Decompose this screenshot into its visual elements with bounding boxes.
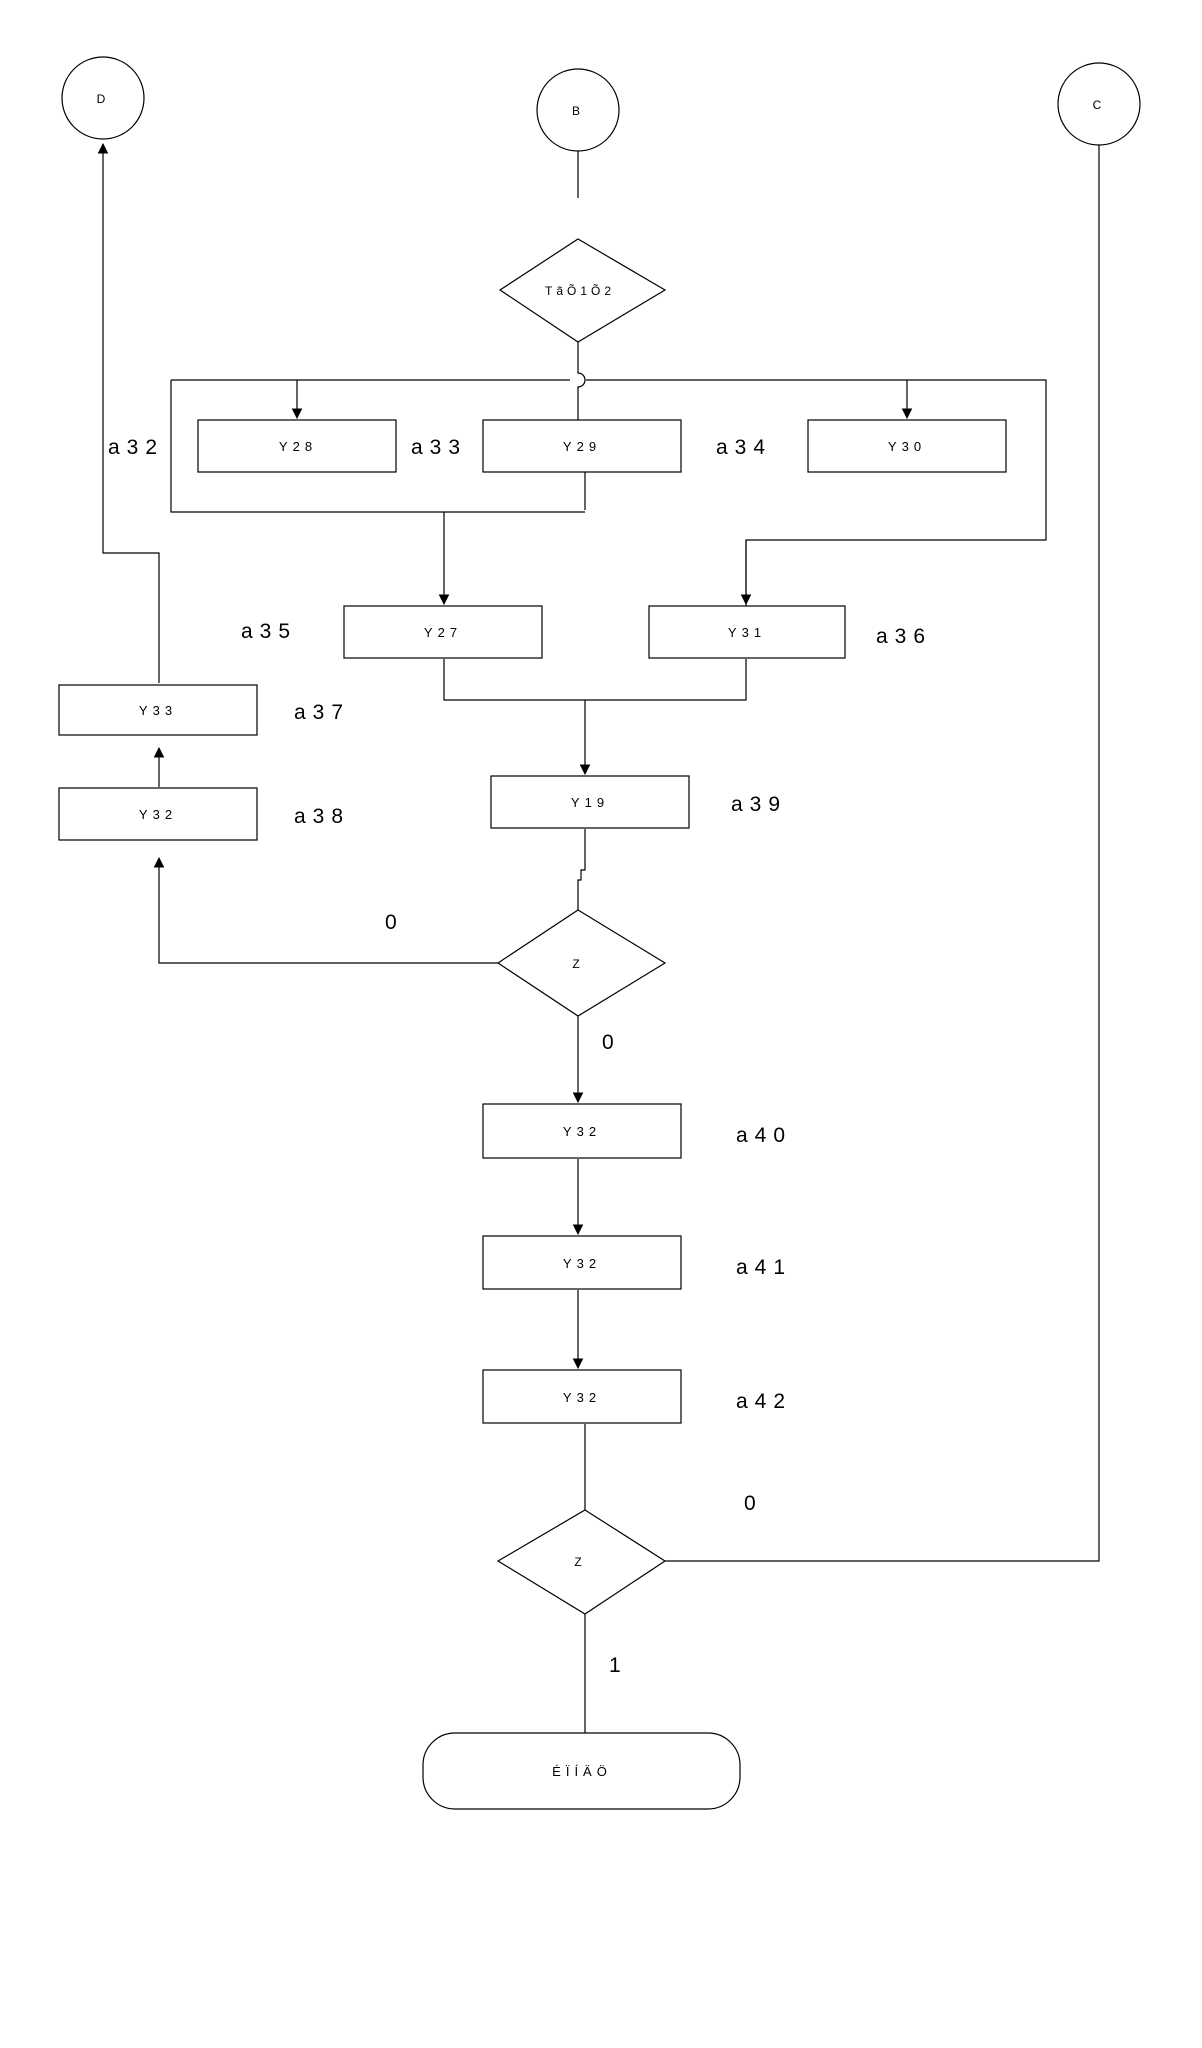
connector-c: C xyxy=(1057,62,1141,146)
branch-z2-right: 0 xyxy=(744,1492,756,1515)
box-y32-a: Y32 xyxy=(482,1103,682,1159)
label-a37: a37 xyxy=(294,701,350,724)
svg-text:Z: Z xyxy=(572,957,583,971)
box-y19: Y19 xyxy=(490,775,690,829)
svg-text:Y32: Y32 xyxy=(563,1124,601,1139)
svg-text:D: D xyxy=(97,92,110,106)
decision-z-2: Z xyxy=(496,1509,667,1615)
svg-text:ÉÏÍÄÖ: ÉÏÍÄÖ xyxy=(552,1764,612,1779)
svg-text:Y28: Y28 xyxy=(279,439,317,454)
box-y28: Y28 xyxy=(197,419,397,473)
box-y30: Y30 xyxy=(807,419,1007,473)
svg-text:Y32: Y32 xyxy=(139,807,177,822)
label-a40: a40 xyxy=(736,1124,792,1147)
box-y33: Y33 xyxy=(58,684,258,736)
connector-b: B xyxy=(536,68,620,152)
wires xyxy=(97,142,1100,1733)
svg-text:Y30: Y30 xyxy=(888,439,926,454)
svg-text:Y27: Y27 xyxy=(424,625,462,640)
svg-text:Y31: Y31 xyxy=(728,625,766,640)
branch-z1-down: 0 xyxy=(602,1031,614,1054)
box-y32-b: Y32 xyxy=(482,1235,682,1290)
box-y29: Y29 xyxy=(482,419,682,473)
svg-text:TãÕ1Õ2: TãÕ1Õ2 xyxy=(545,283,615,298)
svg-text:Y32: Y32 xyxy=(563,1390,601,1405)
box-y27: Y27 xyxy=(343,605,543,659)
svg-text:Y19: Y19 xyxy=(571,795,609,810)
label-a42: a42 xyxy=(736,1390,792,1413)
label-a41: a41 xyxy=(736,1256,792,1279)
label-a32: a32 xyxy=(108,436,164,459)
label-a36: a36 xyxy=(876,625,932,648)
connector-d: D xyxy=(61,56,145,140)
label-a38: a38 xyxy=(294,805,350,828)
svg-text:Y29: Y29 xyxy=(563,439,601,454)
svg-text:Y33: Y33 xyxy=(139,703,177,718)
svg-text:B: B xyxy=(572,104,584,118)
label-a39: a39 xyxy=(731,793,787,816)
decision-z-1: Z xyxy=(496,909,667,1017)
box-y31: Y31 xyxy=(648,605,846,659)
terminal-end: ÉÏÍÄÖ xyxy=(422,1732,741,1810)
label-a33: a33 xyxy=(411,436,467,459)
label-a35: a35 xyxy=(241,620,297,643)
svg-text:C: C xyxy=(1093,98,1106,112)
decision-test: TãÕ1Õ2 xyxy=(498,238,667,343)
svg-text:Z: Z xyxy=(574,1555,585,1569)
label-a34: a34 xyxy=(716,436,772,459)
branch-z2-down: 1 xyxy=(609,1654,621,1677)
box-y32-c: Y32 xyxy=(482,1369,682,1424)
svg-text:Y32: Y32 xyxy=(563,1256,601,1271)
branch-z1-left: 0 xyxy=(385,911,397,934)
box-y32-left: Y32 xyxy=(58,787,258,841)
